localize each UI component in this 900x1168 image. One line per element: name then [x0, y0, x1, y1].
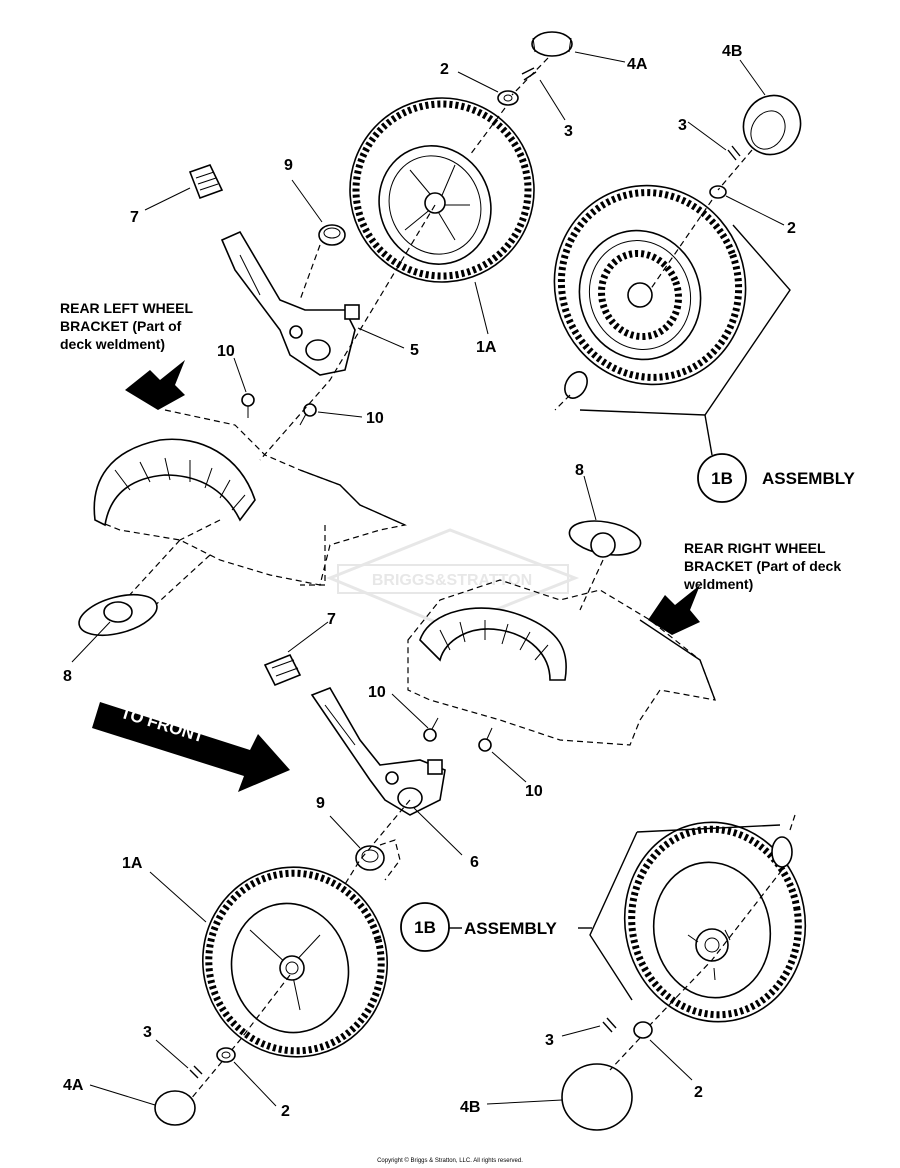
callout-10-a: 10 [217, 343, 235, 360]
assembly-bracket-bottom [589, 824, 781, 1001]
hubcap-part-4a-top [531, 31, 573, 57]
copyright-notice: Copyright © Briggs & Stratton, LLC. All … [377, 1157, 523, 1164]
callout-9-bot: 9 [316, 795, 325, 812]
wheel-part-1a-bottom [201, 866, 389, 1058]
callout-1a-bot: 1A [122, 855, 143, 872]
callout-6: 6 [470, 854, 479, 871]
bolt-part-10-b [299, 403, 317, 426]
assembly-top-id: 1B [711, 469, 733, 488]
callout-10-d: 10 [525, 783, 543, 800]
left-bracket-note-line-3: deck weldment) [60, 336, 165, 352]
callout-4b-bot: 4B [460, 1099, 480, 1116]
rear-right-deck-section [407, 579, 716, 746]
assembly-callout-bottom: 1B ASSEMBLY [400, 902, 592, 952]
wheel-part-1a-top [349, 97, 535, 283]
callout-7-mid: 7 [327, 611, 336, 628]
callout-5: 5 [410, 342, 419, 359]
assembly-callout-top: 1B ASSEMBLY [697, 453, 856, 503]
right-bracket-note-line-3: weldment) [683, 576, 753, 592]
callout-8-left: 8 [63, 668, 72, 685]
callout-4b-top: 4B [722, 43, 742, 60]
hubcap-part-4b-bottom [561, 1063, 633, 1131]
pivot-arm-part-5 [220, 230, 360, 376]
bolt-part-10-a [241, 393, 255, 418]
callout-9-top: 9 [284, 157, 293, 174]
left-axle-tube [78, 539, 211, 637]
spacer-part-9-bot [355, 845, 385, 871]
assembly-top-label: ASSEMBLY [762, 469, 856, 488]
right-bracket-pointer-arrow [648, 585, 700, 635]
bolt-part-10-c [423, 717, 439, 742]
washer-part-2-tr [709, 185, 727, 199]
callout-4a-top: 4A [627, 56, 648, 73]
watermark-text: BRIGGS&STRATTON [372, 572, 532, 589]
right-bracket-note-line-1: REAR RIGHT WHEEL [684, 540, 826, 556]
callout-10-c: 10 [368, 684, 386, 701]
right-bracket-note-line-2: BRACKET (Part of deck [684, 558, 841, 574]
callout-2-bl: 2 [281, 1103, 290, 1120]
callout-8-top: 8 [575, 462, 584, 479]
callout-2-tr: 2 [787, 220, 796, 237]
pivot-arm-part-6 [310, 687, 446, 816]
washer-part-2-top [497, 90, 519, 106]
callout-10-b: 10 [366, 410, 384, 427]
washer-part-2-bl [216, 1047, 236, 1063]
left-bracket-pointer-arrow [125, 360, 185, 410]
leader-lines [71, 51, 785, 1107]
callout-3-bl: 3 [143, 1024, 152, 1041]
assembly-bracket-top [579, 224, 791, 416]
pin-part-3-tr [727, 145, 741, 161]
pin-part-3-top [521, 67, 537, 81]
watermark-logo: BRIGGS&STRATTON [326, 528, 580, 630]
callout-4a-bot: 4A [63, 1077, 84, 1094]
left-bracket-note-line-1: REAR LEFT WHEEL [60, 300, 193, 316]
callout-2-br: 2 [694, 1084, 703, 1101]
callout-7-top: 7 [130, 209, 139, 226]
bumper-part-7-mid [263, 653, 302, 687]
washer-part-2-br [633, 1021, 653, 1039]
hubcap-part-4a-bottom [154, 1090, 196, 1126]
rear-left-deck-section [93, 409, 407, 586]
callout-3-top: 3 [564, 123, 573, 140]
hubcap-part-4b-top [742, 94, 802, 156]
wheel-assembly-1b-top [553, 184, 747, 399]
callout-2-top: 2 [440, 61, 449, 78]
assembly-bottom-label: ASSEMBLY [464, 919, 558, 938]
bolt-part-10-d [478, 727, 493, 752]
left-bracket-note-line-2: BRACKET (Part of [60, 318, 182, 334]
callout-3-br: 3 [545, 1032, 554, 1049]
pin-part-3-br [602, 1017, 617, 1033]
bearing-part-8-top [568, 520, 642, 558]
spacer-part-9-top [318, 224, 346, 246]
bumper-part-7-top [188, 164, 224, 200]
assembly-bottom-id: 1B [414, 918, 436, 937]
callout-3-tr: 3 [678, 117, 687, 134]
to-front-arrow: TO FRONT [92, 702, 290, 792]
pin-part-3-bl [189, 1065, 203, 1079]
callout-1a-top: 1A [476, 339, 497, 356]
wheel-assembly-1b-bottom [623, 821, 807, 1023]
